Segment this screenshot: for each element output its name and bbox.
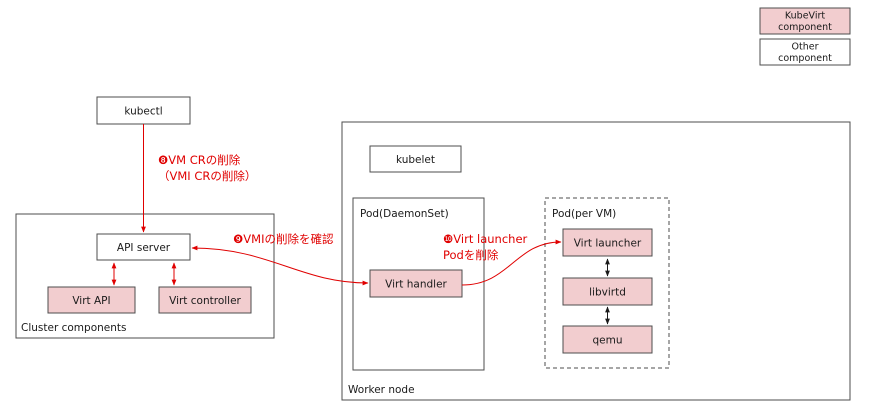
virt-api-label: Virt API bbox=[72, 295, 110, 307]
virt-handler-box bbox=[369, 269, 463, 298]
legend-kubevirt-swatch bbox=[759, 7, 851, 35]
step-9-label: ❾VMIの削除を確認 bbox=[233, 232, 334, 246]
step-10-line2: Podを削除 bbox=[443, 248, 499, 262]
legend: KubeVirt component Other component bbox=[759, 7, 851, 66]
step-8-line1: ❽VM CRの削除 bbox=[158, 153, 241, 167]
legend-kubevirt-line1: KubeVirt bbox=[785, 11, 825, 22]
legend-other-line2: component bbox=[778, 53, 832, 64]
legend-other-swatch bbox=[759, 38, 851, 66]
pod-per-vm-label: Pod(per VM) bbox=[552, 208, 616, 220]
virt-launcher-box bbox=[562, 228, 653, 257]
libvirtd-box bbox=[562, 277, 653, 306]
api-server-label: API server bbox=[117, 242, 171, 254]
worker-node-label: Worker node bbox=[348, 384, 415, 396]
api-server-box bbox=[96, 233, 191, 261]
virt-controller-label: Virt controller bbox=[169, 295, 241, 307]
arrow-api-server-virt-handler bbox=[191, 245, 369, 286]
legend-other-line1: Other bbox=[792, 42, 819, 53]
legend-kubevirt-line2: component bbox=[778, 22, 832, 33]
libvirtd-label: libvirtd bbox=[589, 287, 626, 299]
arrow-virt-handler-to-virt-launcher bbox=[461, 239, 562, 286]
cluster-components-label: Cluster components bbox=[21, 322, 126, 334]
kubelet-box bbox=[369, 145, 462, 173]
qemu-box bbox=[562, 325, 653, 354]
step-8-line2: （VMI CRの削除） bbox=[158, 169, 256, 183]
pod-daemonset-label: Pod(DaemonSet) bbox=[360, 208, 449, 220]
qemu-label: qemu bbox=[592, 335, 622, 347]
virt-controller-box bbox=[158, 286, 252, 314]
kubectl-label: kubectl bbox=[124, 106, 162, 118]
step-10-line1: ❿Virt launcher bbox=[443, 232, 528, 246]
kubelet-label: kubelet bbox=[396, 154, 435, 166]
virt-launcher-label: Virt launcher bbox=[574, 238, 642, 250]
virt-handler-label: Virt handler bbox=[385, 279, 447, 291]
virt-api-box bbox=[47, 286, 136, 314]
